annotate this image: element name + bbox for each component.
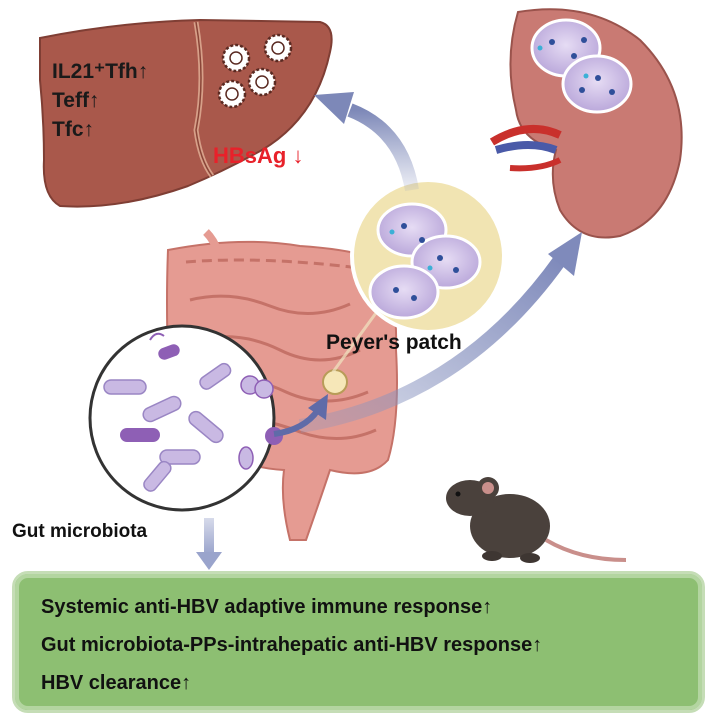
mouse-illustration	[446, 477, 627, 563]
liver-label-tfc: Tfc↑	[52, 118, 94, 141]
liver-illustration	[39, 18, 333, 208]
outcome-systemic: Systemic anti-HBV adaptive immune respon…	[41, 596, 493, 618]
spleen-illustration	[489, 8, 683, 239]
arrow-to-liver	[314, 92, 419, 192]
outcome-clearance: HBV clearance↑	[41, 672, 192, 694]
hbsag-label: HBsAg ↓	[213, 143, 304, 168]
liver-label-teff: Teff↑	[52, 89, 100, 112]
arrow-down-to-box	[196, 518, 222, 570]
liver-label-il21-tfh: IL21⁺Tfh↑	[52, 60, 149, 83]
gut-microbiota-zoom	[88, 324, 283, 512]
outcome-intrahepatic: Gut microbiota-PPs-intrahepatic anti-HBV…	[41, 634, 543, 656]
arrow-to-spleen	[298, 232, 582, 433]
peyers-patch-marker	[322, 369, 348, 395]
virus-icon	[217, 33, 293, 109]
outcome-box: Systemic anti-HBV adaptive immune respon…	[12, 571, 705, 713]
arrow-to-peyers	[273, 394, 328, 437]
peyers-patch-label: Peyer's patch	[326, 331, 462, 354]
gut-microbiota-label: Gut microbiota	[12, 521, 148, 542]
peyers-patch-zoom	[350, 178, 506, 334]
